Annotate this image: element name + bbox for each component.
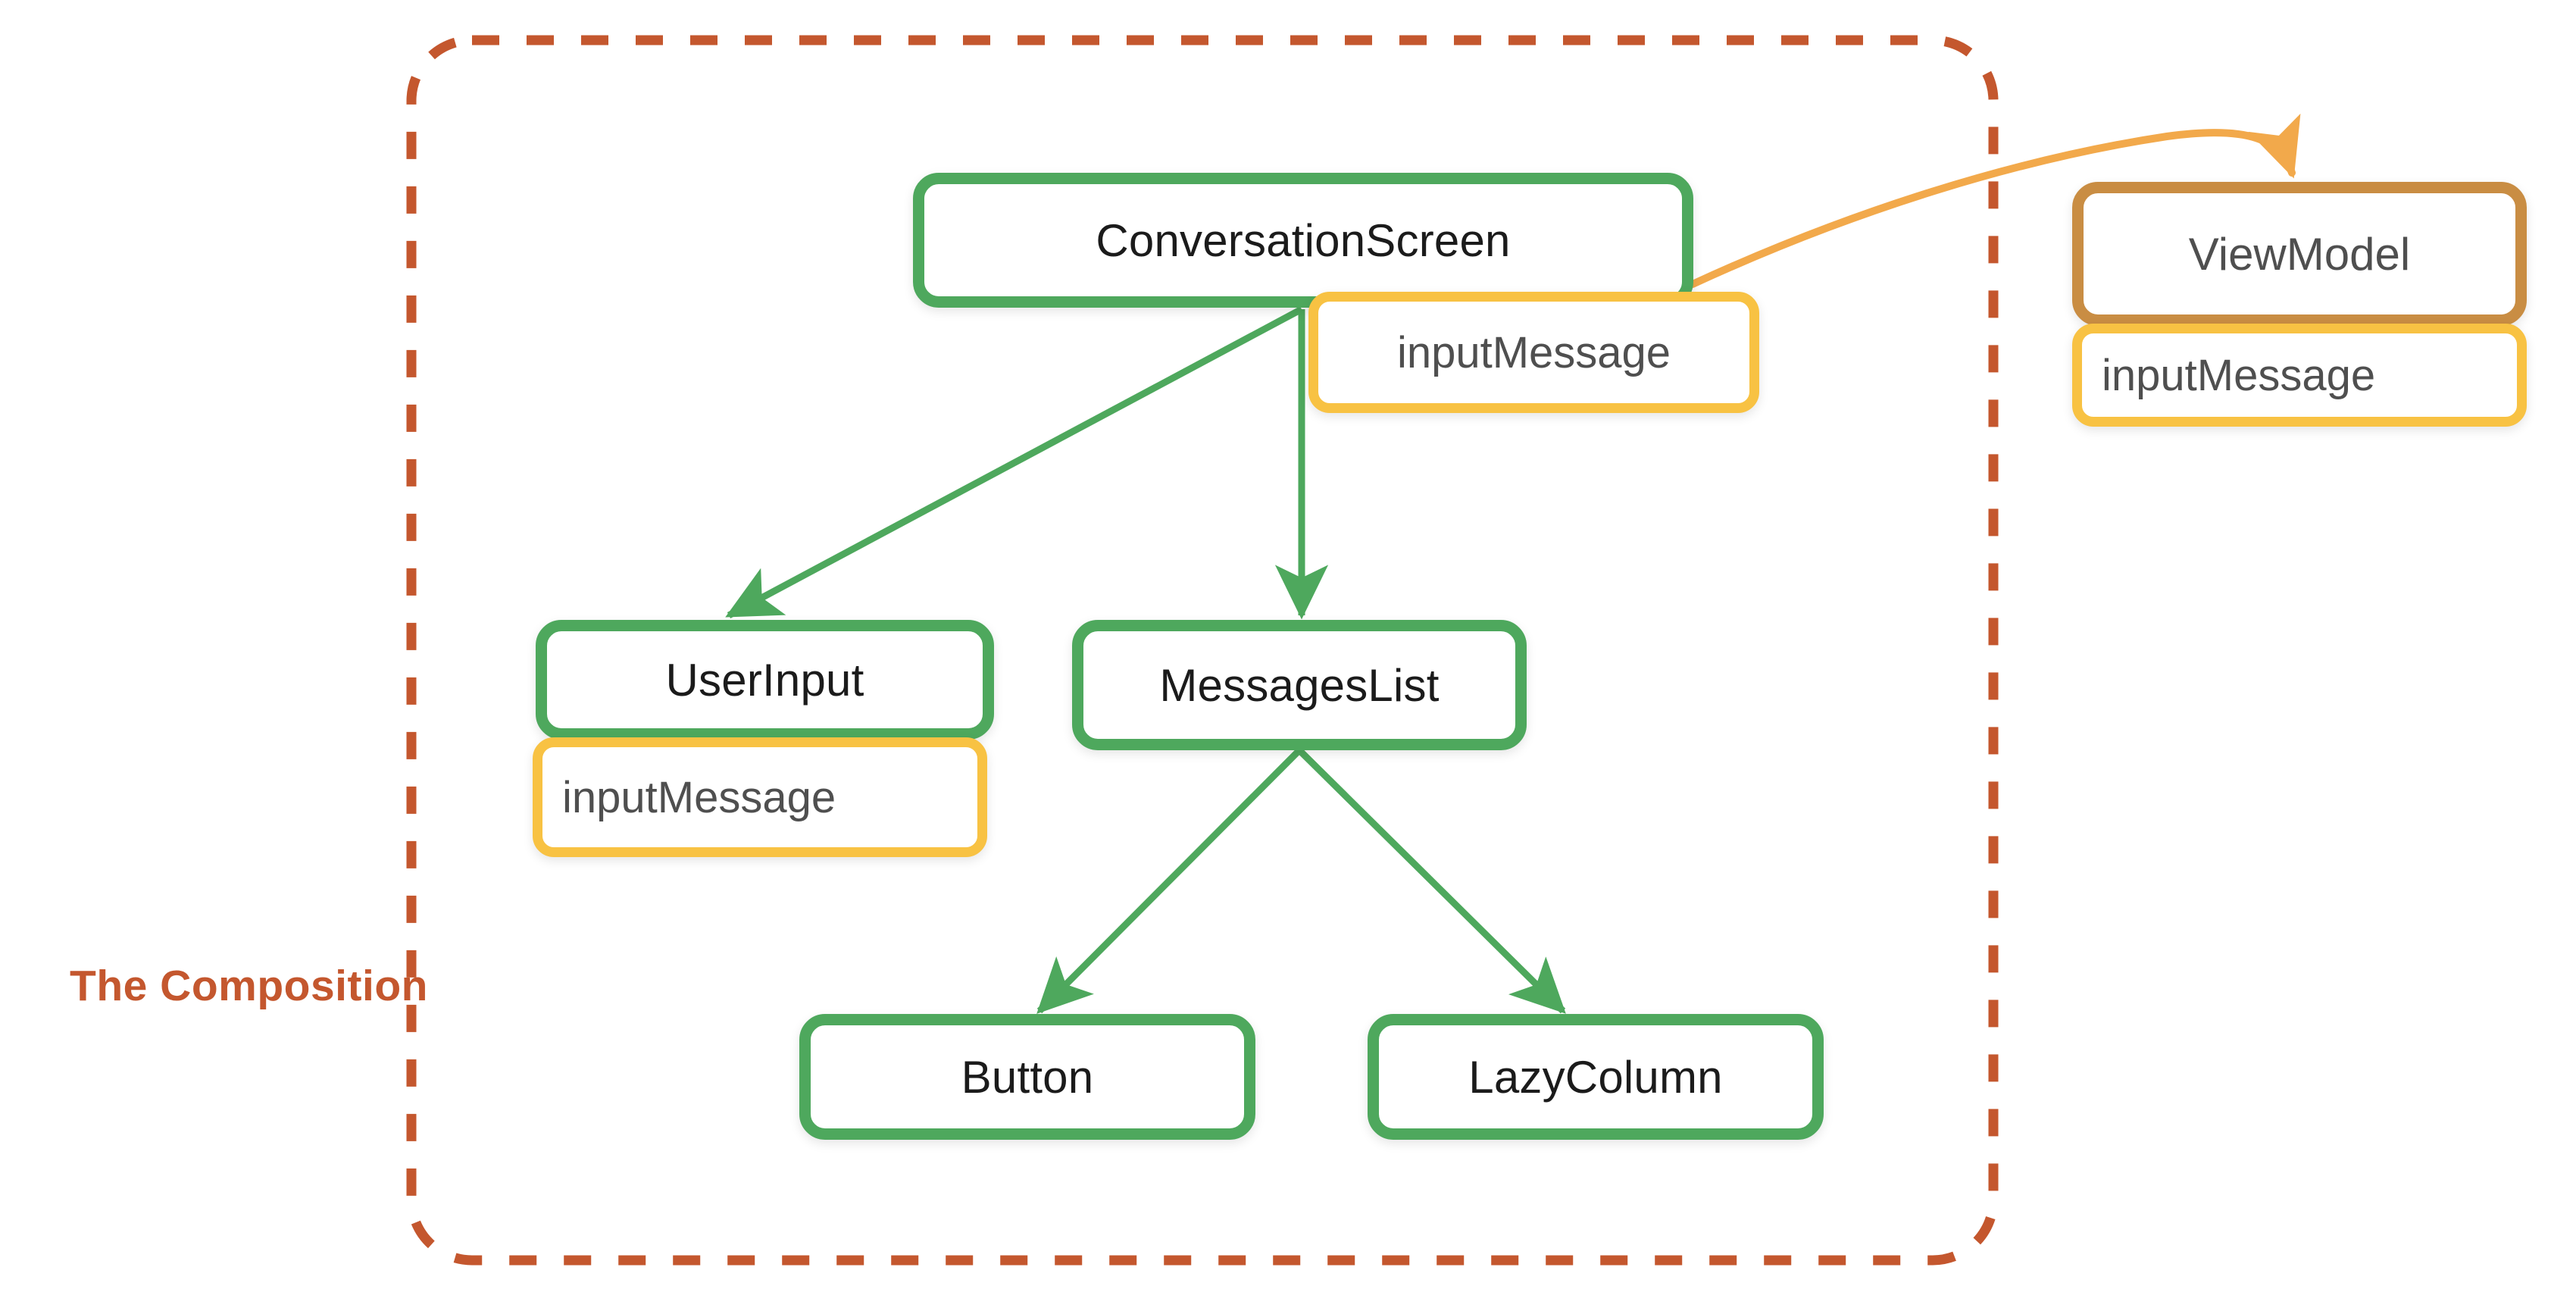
node-user-input-state-label: inputMessage	[562, 772, 836, 822]
node-button-label: Button	[961, 1051, 1094, 1103]
edge-messageslist-to-lazycolumn	[1296, 747, 1566, 1014]
node-lazy-column-label: LazyColumn	[1468, 1051, 1723, 1103]
edge-conversationscreen-to-userinput	[725, 306, 1304, 618]
node-lazy-column[interactable]: LazyColumn	[1368, 1014, 1824, 1140]
node-conversation-screen[interactable]: ConversationScreen	[913, 173, 1693, 308]
node-messages-list[interactable]: MessagesList	[1072, 620, 1527, 750]
node-user-input-label: UserInput	[665, 654, 864, 706]
node-view-model-label: ViewModel	[2188, 228, 2411, 280]
node-view-model[interactable]: ViewModel	[2072, 182, 2527, 326]
node-user-input-state[interactable]: inputMessage	[533, 737, 987, 857]
composition-boundary-label: The Composition	[70, 962, 428, 1010]
node-conversation-screen-state[interactable]: inputMessage	[1308, 292, 1759, 413]
node-conversation-screen-label: ConversationScreen	[1096, 214, 1511, 266]
node-user-input[interactable]: UserInput	[536, 620, 994, 740]
node-messages-list-label: MessagesList	[1159, 659, 1440, 711]
node-button[interactable]: Button	[799, 1014, 1255, 1140]
node-view-model-state-label: inputMessage	[2102, 350, 2376, 400]
edge-messageslist-to-button	[1036, 747, 1302, 1014]
node-view-model-state[interactable]: inputMessage	[2072, 324, 2527, 427]
node-conversation-screen-state-label: inputMessage	[1396, 327, 1671, 377]
